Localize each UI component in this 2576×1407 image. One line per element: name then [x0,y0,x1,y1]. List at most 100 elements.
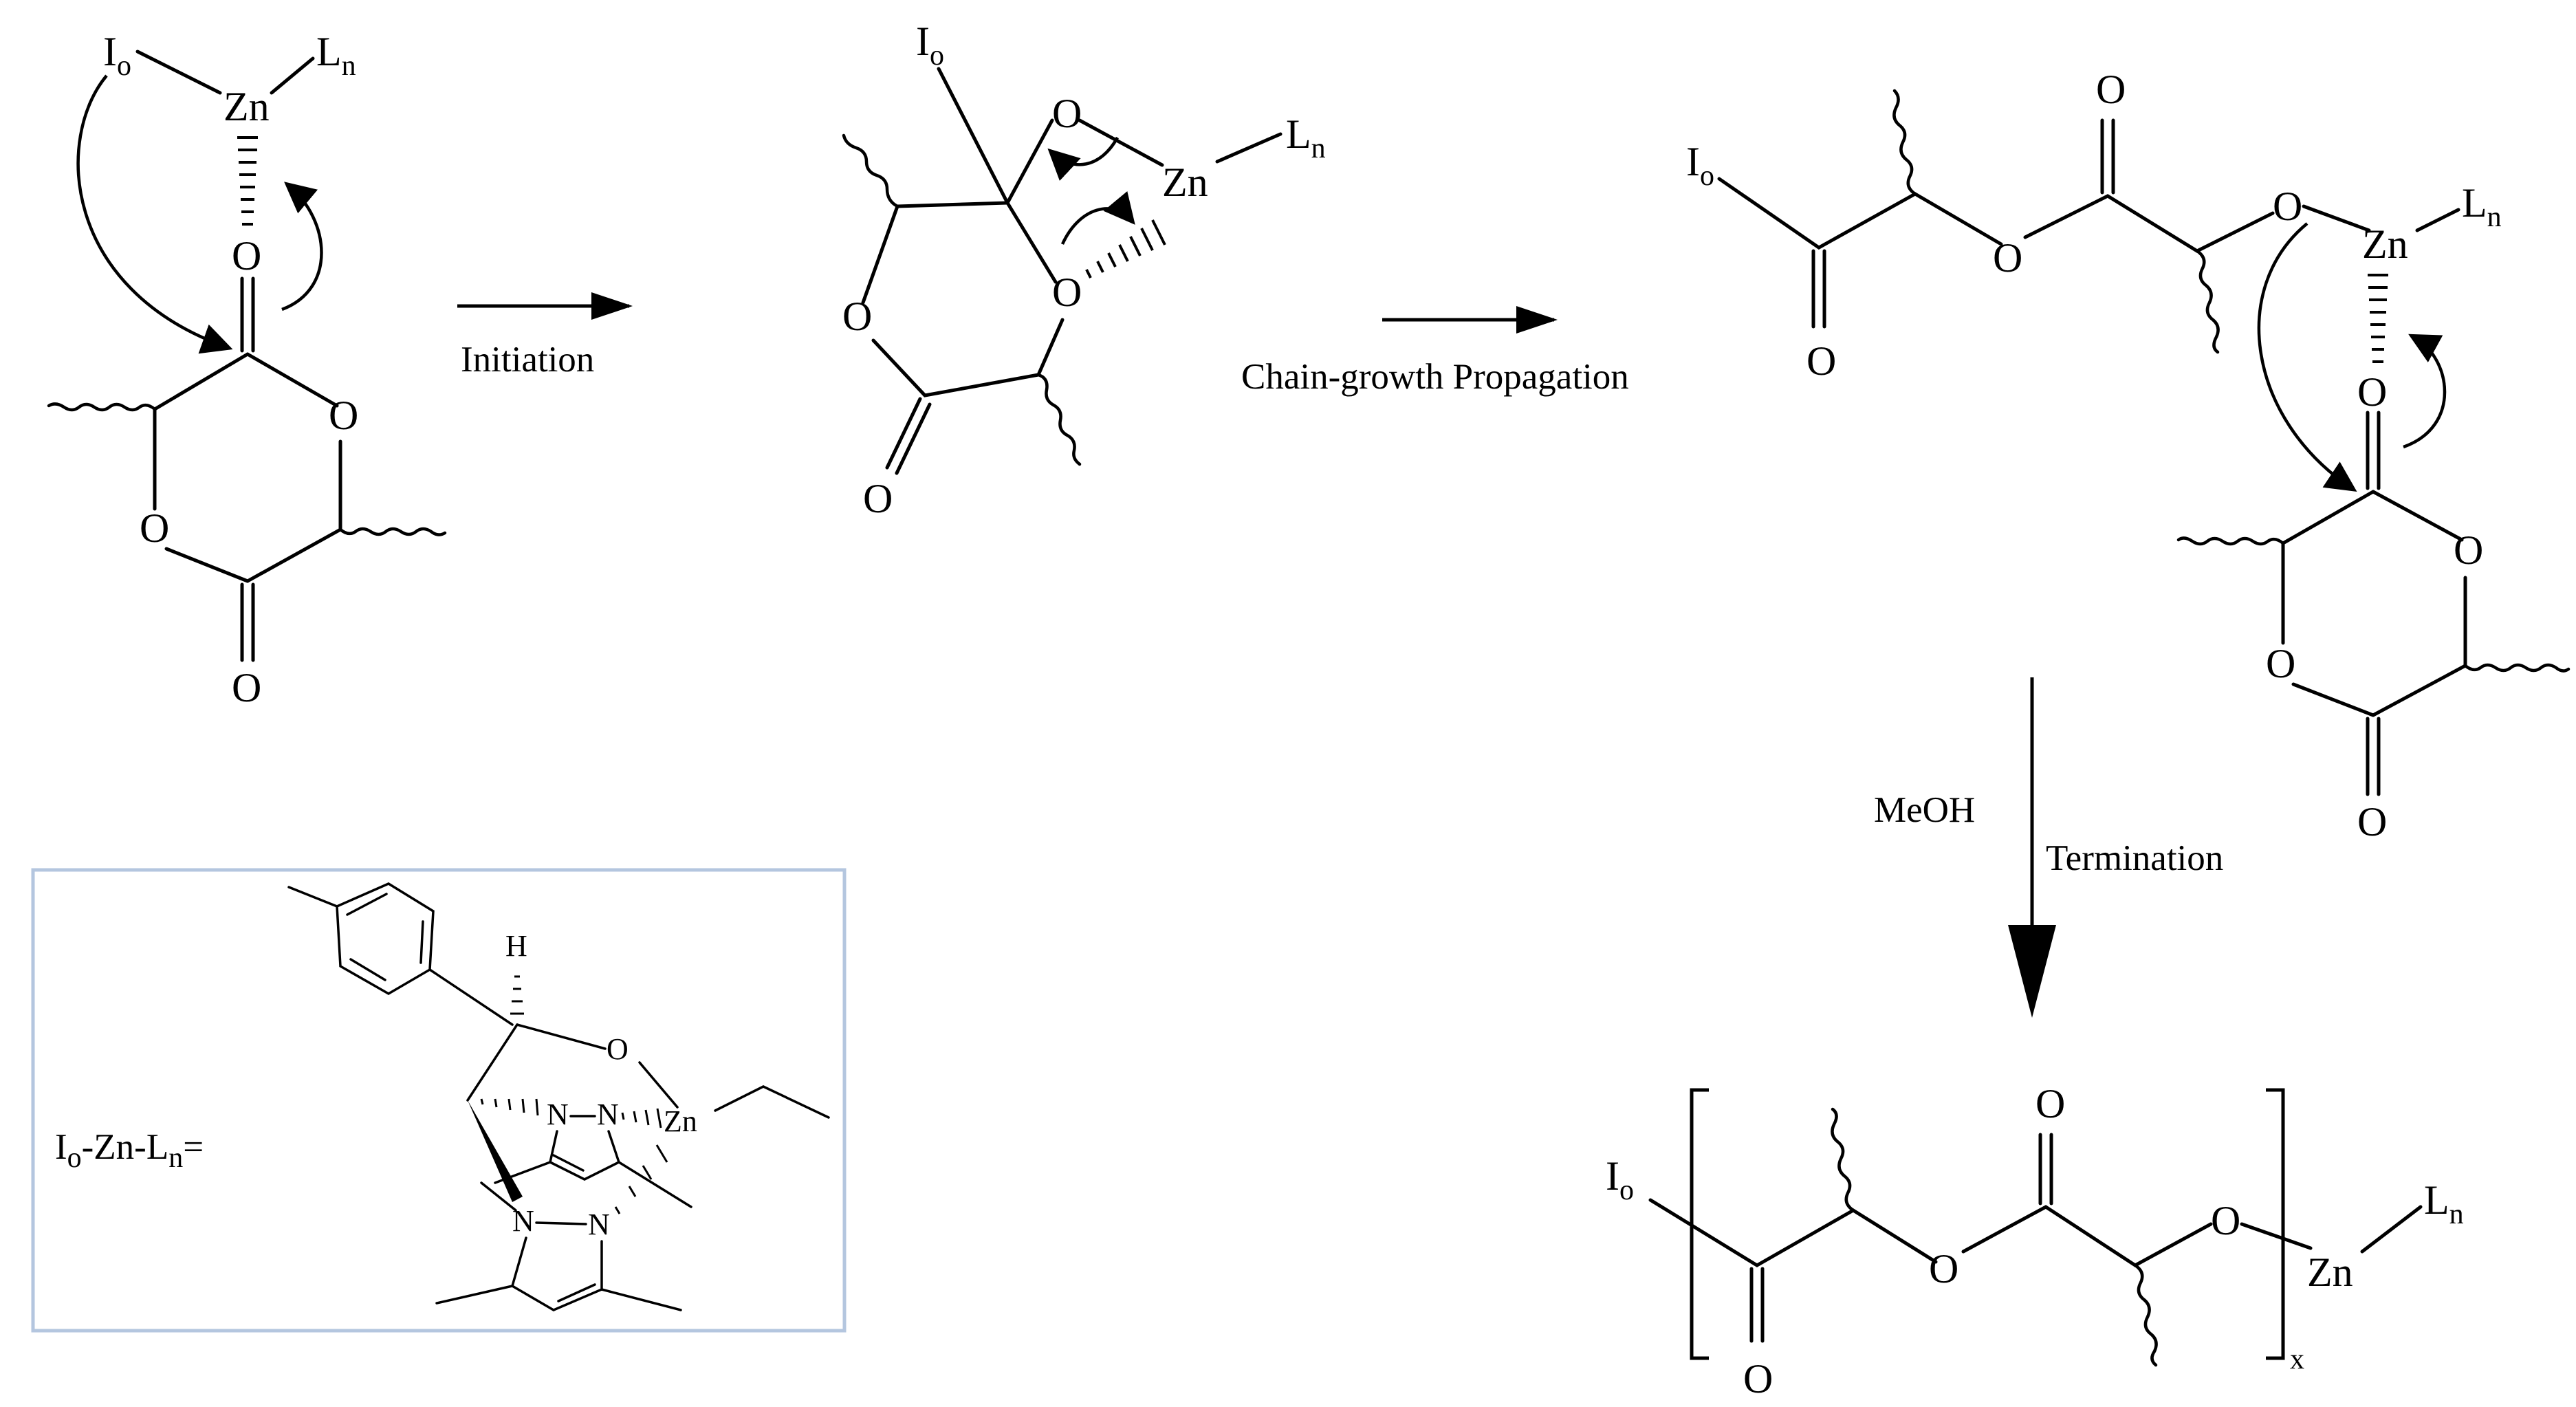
bracket-left [1690,1088,1709,1360]
atom-carbonyl-o-top: O [2357,369,2387,415]
bond-c-ch [466,1023,519,1102]
pyrazole-ring-2 [510,1236,603,1311]
curly-arrow-coordination [281,182,323,312]
atom-initiator: Io [103,29,131,82]
atom-zinc: Zn [2362,221,2408,267]
wavy-methyl-lac-right [2463,663,2570,673]
atom-alkoxide-o: O [2273,184,2302,229]
pyrazole-2-methyl-a [435,1285,514,1305]
atom-lac-o-right: O [2454,527,2483,573]
atom-carbonyl-o: O [863,476,893,521]
atom-ring-o-left: O [140,505,169,551]
bond-c-o-upper [1005,118,1054,205]
bond-chain-2 [2023,194,2275,253]
atom-poly-carbonyl-o-1: O [1743,1356,1773,1401]
bond-c-o [516,1023,607,1050]
atom-zinc: Zn [1162,160,1208,205]
bond-chain-1 [1717,177,2003,250]
atom-o-upper: O [1052,91,1082,136]
atom-lac-o-left: O [2266,641,2295,686]
atom-h: H [505,929,527,963]
step-propagation: Chain-growth Propagation [1241,306,1629,397]
bond-lac-ring-3 [2371,576,2467,717]
bond-c-o-ring [1005,201,1058,284]
atom-poly-ester-o: O [1929,1246,1958,1291]
coordination-bond-hashed [237,136,258,226]
wavy-methyl-2 [2195,249,2220,354]
bond-ring-2 [153,352,250,511]
wavy-methyl-lac-left [2176,536,2285,546]
atom-o-ring-left: O [842,294,872,339]
atom-initiator: Io [916,19,944,72]
pyrazole-2-methyl-b [600,1288,682,1311]
pyrazole-2-double [557,1283,596,1302]
atom-ligand: Ln [1286,111,1326,164]
bond-wedge-link [480,1181,517,1212]
structure-lactide-coordination: Io Ln Zn O O O O [47,29,447,710]
structure-polymer-product: Io x O O O O Zn Ln [1606,1081,2464,1401]
atom-carbonyl-o-bottom: O [232,665,261,710]
wavy-methyl-right [338,527,447,536]
hashed-bond-n1 [480,1098,539,1116]
curly-arrow-attack [2257,222,2357,492]
atom-ligand: Ln [2462,180,2502,233]
pyrazole-1-double [552,1154,585,1172]
atom-o-ring-right: O [1052,270,1082,315]
step-initiation: Initiation [457,292,633,380]
label-propagation: Chain-growth Propagation [1241,357,1629,397]
wavy-methyl-poly-2 [2133,1263,2158,1367]
bond-o-zn [1078,118,1164,167]
bond-poly-2 [1961,1205,2213,1267]
label-reagent-meoh: MeOH [1874,790,1975,830]
atom-zinc: Zn [223,84,270,129]
atom-ester-o: O [1993,235,2022,281]
atom-ligand: Ln [316,29,356,82]
bond-ring-3 [245,439,342,583]
key-label: Io-Zn-Ln= [55,1127,204,1174]
structure-propagating-chain: Io O O O O Zn Ln O O O [1686,67,2570,844]
label-termination: Termination [2046,838,2223,878]
pyrazole-ring-1 [548,1130,621,1181]
coordination-bond-hashed [1085,219,1166,279]
bracket-right [2266,1088,2285,1360]
tolyl-group [287,882,514,1026]
hashed-bond-n2-zn [621,1108,662,1128]
curly-arrow-attack [76,74,233,354]
bond-lac-ring-4 [2291,682,2375,717]
wavy-methyl-left [47,402,157,412]
curly-arrow-2 [1060,190,1135,245]
bond-ring-a [895,201,1009,208]
hashed-bond-n4-zn [614,1144,668,1214]
bond-ring-b [861,204,899,305]
atom-initiator: Io [1606,1153,1634,1206]
repeat-subscript: x [2290,1344,2304,1375]
atom-ring-o-right: O [329,393,358,438]
atom-zinc: Zn [664,1104,697,1138]
step-termination: MeOH Termination [1874,677,2223,1018]
bond-io-zn [135,50,222,95]
hashed-bond-h [510,975,524,1015]
atom-o: O [607,1032,629,1066]
wavy-methyl-upper [842,133,899,208]
atom-n4: N [588,1208,610,1241]
atom-carbonyl-o-2: O [2096,67,2126,112]
bond-zn-ln [2415,208,2460,232]
bond-zn-ln [1215,132,1282,164]
wavy-methyl-1 [1892,89,1917,196]
coordination-bond-hashed [2368,274,2388,363]
catalyst-key-box: Io-Zn-Ln= H O Zn [31,868,847,1333]
atom-n1: N [547,1098,569,1131]
structure-tetrahedral-intermediate: Io O Zn Ln O O O [842,19,1326,521]
arrow-termination-head [2008,925,2056,1018]
pyrazole-1-methyl-b [618,1161,692,1208]
wavy-methyl-lower [1036,373,1082,466]
atom-n2: N [597,1098,619,1131]
bond-ring-4 [164,547,250,583]
atom-poly-alkoxide-o: O [2211,1198,2240,1243]
bond-co-b [895,402,932,475]
bond-poly-1 [1648,1198,1938,1267]
bond-co-a [885,397,922,470]
label-initiation: Initiation [461,340,594,380]
atom-zinc: Zn [2307,1250,2353,1295]
